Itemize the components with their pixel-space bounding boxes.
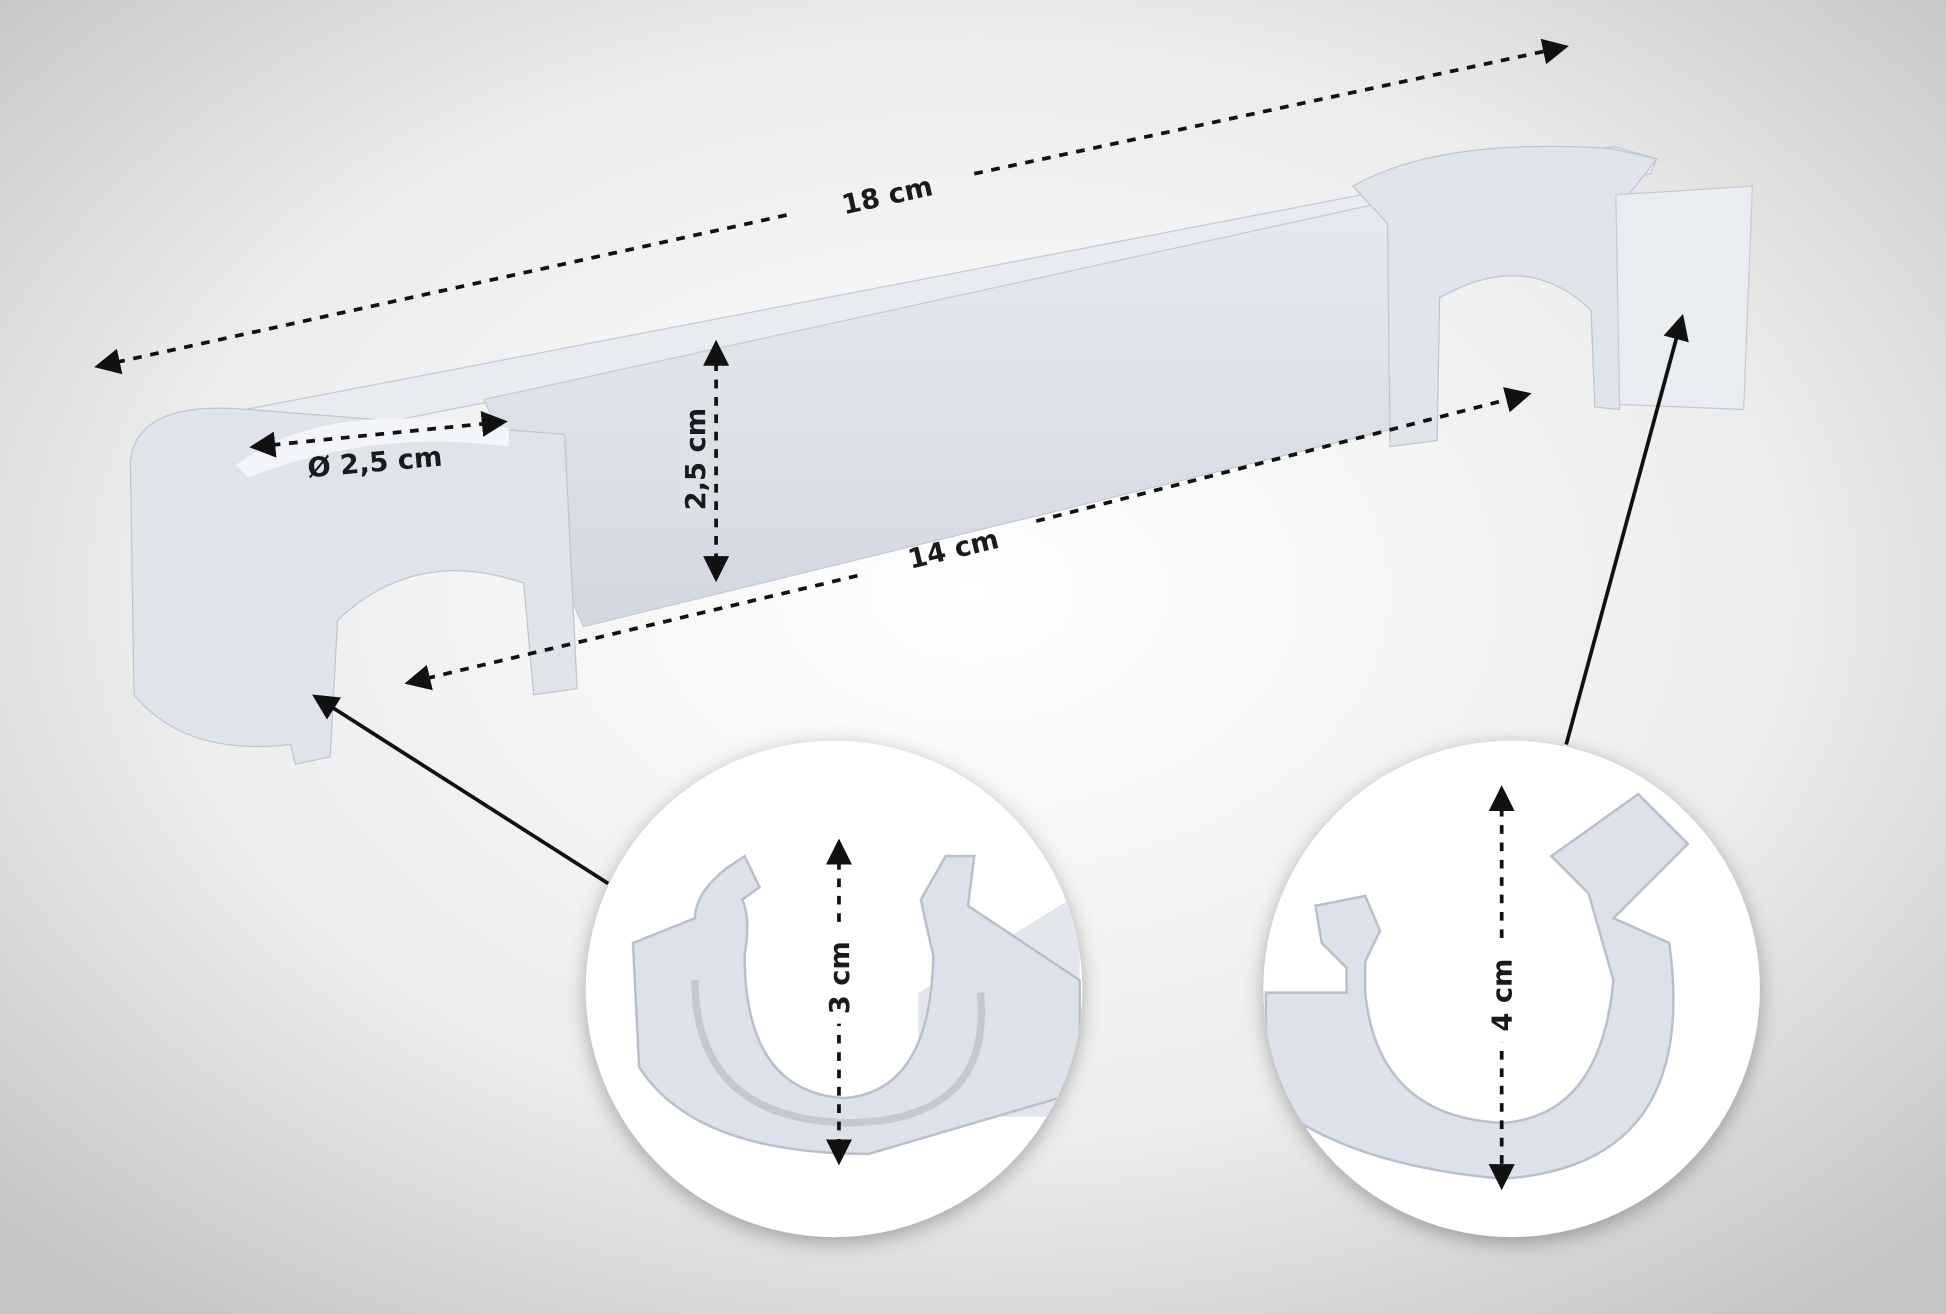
dimension-height: 2,5 cm [680,339,730,583]
right-clip-tab [1615,185,1754,411]
detail-circle-small-clip: 3 cm [585,740,1083,1238]
label-small-clip-opening: 3 cm [825,941,856,1014]
pointer-arrow-right [1564,313,1689,745]
detail-circle-large-clip: 4 cm [1263,740,1760,1238]
label-large-clip-opening: 4 cm [1488,959,1519,1032]
pointer-arrow-left [312,694,610,886]
left-clip [129,407,578,766]
label-height: 2,5 cm [681,408,712,510]
right-clip [1351,145,1658,448]
